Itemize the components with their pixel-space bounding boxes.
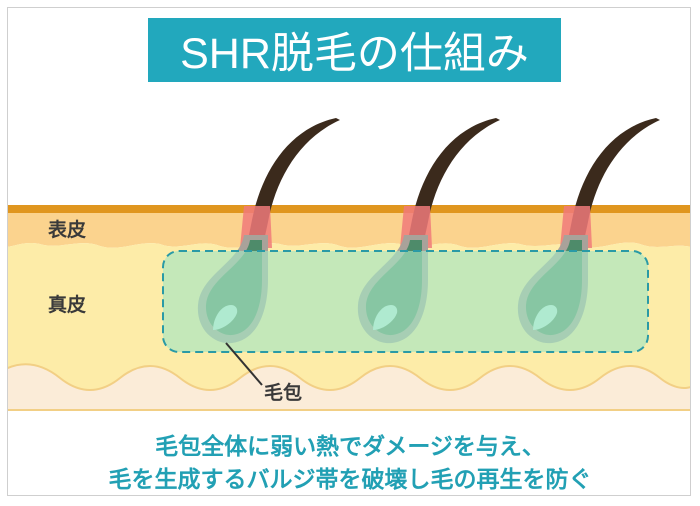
heat-zone xyxy=(162,250,649,353)
follicle-pointer xyxy=(225,342,263,386)
caption-line-1: 毛包全体に弱い熱でダメージを与え、 xyxy=(155,434,545,460)
skin-surface xyxy=(8,205,690,213)
epidermis-layer xyxy=(8,213,690,248)
page-title: SHR脱毛の仕組み xyxy=(148,18,561,82)
subcutaneous-layer xyxy=(8,363,690,411)
epidermis-label: 表皮 xyxy=(48,219,87,241)
follicle-label: 毛包 xyxy=(264,382,303,404)
dermis-label: 真皮 xyxy=(48,294,87,316)
caption-line-2: 毛を生成するバルジ帯を破壊し毛の再生を防ぐ xyxy=(108,467,592,493)
